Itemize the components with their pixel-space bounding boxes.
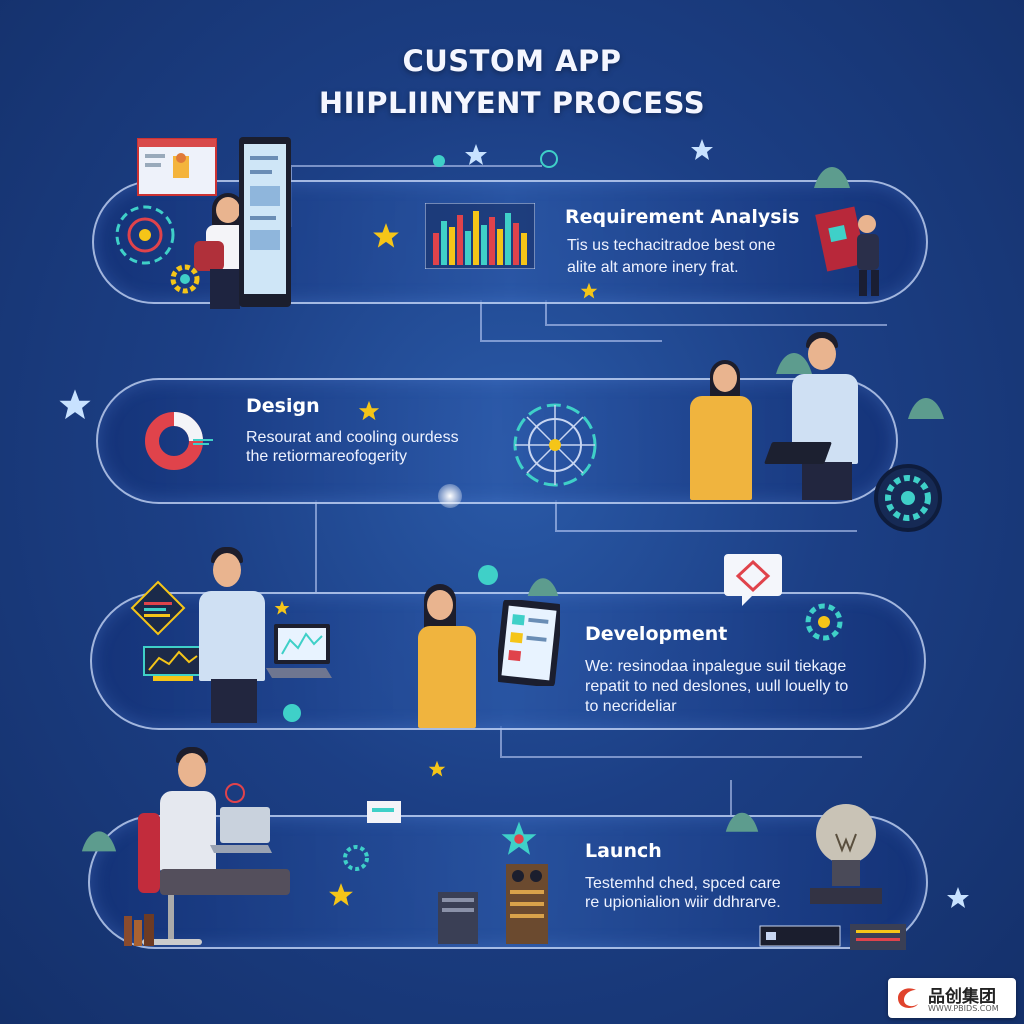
leaf-icon — [81, 831, 117, 852]
decor-dot — [433, 155, 445, 167]
radar-gear-icon — [115, 205, 175, 265]
star-icon — [59, 389, 91, 420]
decor-dot — [225, 783, 245, 803]
decor-dot — [438, 484, 462, 508]
donut-chart-icon — [145, 412, 213, 470]
star-icon — [373, 223, 399, 248]
decor-dot — [283, 704, 301, 722]
compass-wheel-icon — [513, 403, 597, 487]
laptop-icon — [210, 807, 272, 853]
connector-line — [480, 300, 662, 342]
books-icon — [124, 914, 154, 946]
step-title-requirement-analysis: Requirement Analysis — [565, 206, 800, 228]
monitor-chart-icon — [143, 646, 203, 681]
leaf-icon — [725, 812, 759, 832]
decor-dot — [540, 150, 558, 168]
speech-bubble-icon — [724, 554, 782, 606]
leaf-icon — [527, 578, 559, 597]
step-desc-development-2: repatit to ned deslones, uull louelly to — [585, 678, 849, 695]
step-band-design — [96, 378, 898, 504]
step-desc-development-3: to necrideliar — [585, 698, 677, 715]
flower-icon — [501, 821, 537, 855]
star-icon — [358, 400, 380, 421]
page-title-line1: CUSTOM APP — [402, 44, 622, 78]
server-rack-icon — [438, 864, 548, 944]
star-icon — [947, 887, 969, 908]
star-icon — [465, 144, 487, 165]
page-title-line2: HIIPLIINYENT PROCESS — [318, 86, 706, 120]
step-desc-design: Resourat and cooling ourdess — [246, 429, 459, 446]
connector-line — [545, 300, 887, 326]
woman-with-tablet-illustration — [410, 582, 530, 728]
step-title-development: Development — [585, 623, 728, 645]
laptop-chart-icon — [266, 624, 332, 678]
gear-icon — [170, 264, 200, 294]
watermark-url: WWW.PBIDS.COM — [928, 1004, 999, 1013]
step-desc-design-2: the retiormareofogerity — [246, 448, 407, 465]
watermark-brand: 品创集团 — [928, 987, 996, 1007]
leaf-icon — [814, 167, 850, 188]
connector-line — [500, 726, 862, 758]
watermark-logo: 品创集团 WWW.PBIDS.COM — [888, 978, 1016, 1018]
cog-wheel-icon — [874, 464, 942, 532]
connector-line — [730, 780, 734, 815]
step-desc-launch: Testemhd ched, spced care — [585, 875, 781, 892]
star-icon — [274, 600, 290, 615]
step-desc-requirement-analysis: Tis us techacitradoe best one — [567, 237, 776, 254]
star-icon — [580, 282, 598, 299]
gear-icon — [343, 845, 369, 871]
presentation-board-icon — [137, 138, 217, 196]
developer-with-laptop-illustration — [195, 545, 335, 725]
bar-chart-icon — [425, 203, 535, 269]
step-desc-development: We: resinodaa inpalegue suil tiekage — [585, 658, 847, 675]
card-icon — [367, 801, 401, 823]
decor-dot — [478, 565, 498, 585]
step-title-design: Design — [246, 395, 320, 417]
code-server-icon — [130, 580, 186, 636]
leaf-icon — [776, 353, 812, 374]
step-title-launch: Launch — [585, 840, 662, 862]
star-icon — [691, 139, 713, 160]
step-desc-launch-2: re upionialion wiir ddhrarve. — [585, 894, 781, 911]
step-desc-requirement-analysis-2: alite alt amore inery frat. — [567, 259, 739, 276]
tablet-screen-icon — [239, 137, 291, 307]
star-icon — [329, 883, 353, 906]
connector-line — [555, 500, 857, 532]
brand-logo-icon — [898, 988, 918, 1008]
leaf-icon — [908, 398, 944, 419]
tablet-app-icon — [498, 600, 560, 686]
settings-gear-icon — [805, 603, 843, 641]
presenter-board-illustration — [815, 206, 879, 296]
device-box-icon — [759, 924, 906, 950]
man-in-chair-illustration — [120, 745, 320, 955]
star-icon — [428, 760, 446, 777]
lightbulb-icon — [810, 804, 882, 904]
team-with-laptop-illustration — [686, 330, 876, 500]
connector-line — [315, 500, 319, 592]
